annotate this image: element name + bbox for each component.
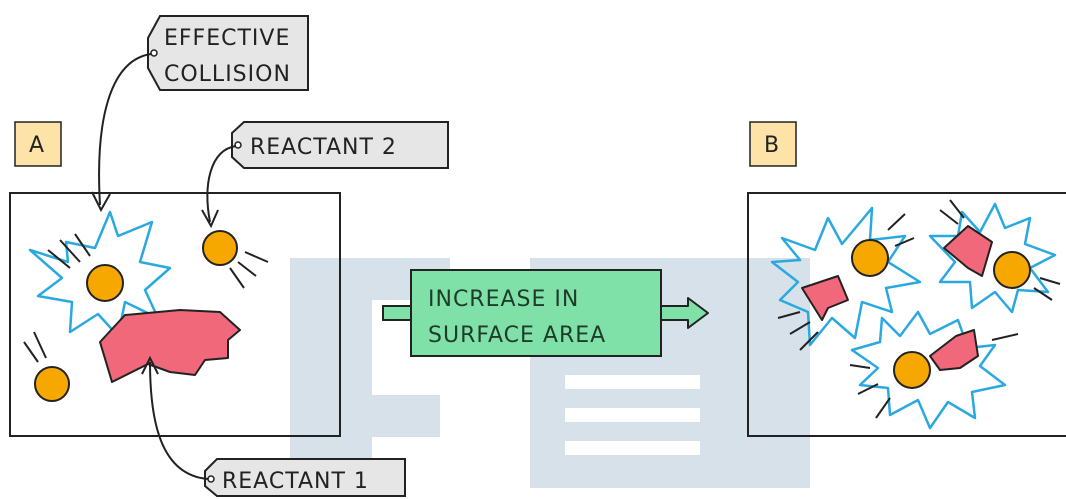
sphere-reactant-2	[202, 230, 238, 266]
tag-reactant-2: REACTANT 2	[201, 121, 449, 229]
arrow-line-2: SURFACE AREA	[428, 323, 606, 348]
reactant-1-label: REACTANT 1	[222, 469, 369, 494]
sphere-b-left	[851, 239, 889, 277]
burst-effective-collision	[28, 210, 172, 338]
reactant-2-label: REACTANT 2	[250, 135, 397, 160]
sphere-b-bottom	[893, 351, 931, 389]
tag-reactant-1: REACTANT 1	[141, 355, 406, 497]
burst-right	[928, 202, 1057, 314]
burst-bottom	[850, 310, 1007, 430]
sphere-colliding	[86, 264, 124, 302]
arrow-line-1: INCREASE IN	[428, 287, 579, 312]
solid-reactant-block	[99, 309, 241, 383]
panel-label-a: A	[14, 121, 62, 167]
panel-b	[747, 192, 1066, 437]
panel-label-b: B	[749, 121, 797, 167]
sphere-b-right	[993, 251, 1031, 289]
solid-b-left	[801, 275, 849, 321]
sphere-free	[34, 366, 70, 402]
panel-b-title: B	[764, 133, 780, 158]
panel-a-title: A	[29, 133, 45, 158]
increase-surface-area-arrow: INCREASE IN SURFACE AREA	[382, 269, 709, 357]
panel-a	[9, 192, 341, 437]
tag-effective-collision: EFFECTIVE COLLISION	[91, 15, 309, 213]
watermark-logo	[290, 258, 810, 488]
solid-b-bottom	[929, 329, 979, 371]
effective-collision-line1: EFFECTIVE	[164, 26, 290, 51]
burst-left	[770, 206, 922, 347]
solid-b-right	[943, 225, 993, 277]
effective-collision-line2: COLLISION	[164, 62, 291, 87]
